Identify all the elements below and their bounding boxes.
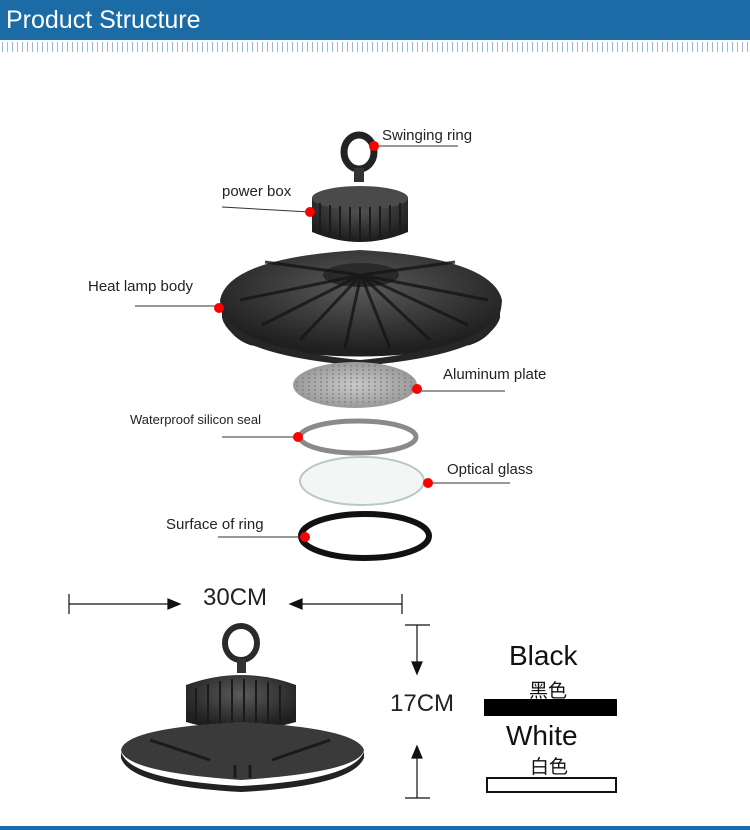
color-black-swatch xyxy=(484,699,617,716)
height-dimension: 17CM xyxy=(390,690,455,717)
surface-ring-part xyxy=(298,511,432,561)
label-power-box: power box xyxy=(222,183,292,200)
heat-lamp-body-part xyxy=(220,250,502,366)
page-header: Product Structure xyxy=(0,0,750,40)
color-black-name: Black xyxy=(509,640,578,671)
page-title: Product Structure xyxy=(6,6,201,34)
label-heat-lamp-body: Heat lamp body xyxy=(88,278,194,295)
swinging-ring-part xyxy=(340,131,378,182)
label-waterproof-seal: Waterproof silicon seal xyxy=(130,412,262,427)
label-optical-glass: Optical glass xyxy=(447,461,533,478)
bottom-bar xyxy=(0,826,750,830)
label-swinging-ring: Swinging ring xyxy=(382,127,473,144)
label-surface-of-ring: Surface of ring xyxy=(166,516,264,533)
aluminum-plate-part xyxy=(293,362,417,408)
width-dimension: 30CM xyxy=(203,584,268,611)
color-white-cn: 白色 xyxy=(530,757,569,778)
color-black-cn: 黑色 xyxy=(529,681,568,702)
label-aluminum-plate: Aluminum plate xyxy=(443,366,547,383)
dimension-arrows xyxy=(68,594,430,799)
assembled-lamp-image xyxy=(121,623,364,792)
optical-glass-part xyxy=(299,456,425,506)
color-white-name: White xyxy=(506,720,578,751)
waterproof-seal-part xyxy=(297,418,419,456)
power-box-part xyxy=(312,186,408,242)
color-white-swatch xyxy=(486,777,617,793)
decorative-divider xyxy=(0,42,750,52)
callout-markers xyxy=(214,141,433,542)
